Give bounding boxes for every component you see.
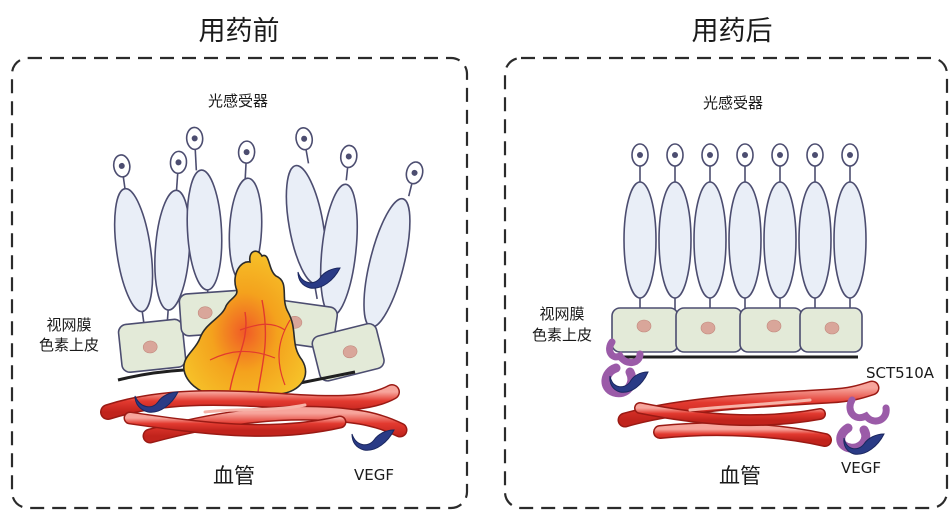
photoreceptor-cell xyxy=(764,144,796,310)
photoreceptor-cell xyxy=(694,144,726,310)
before-vegf-label: VEGF xyxy=(354,466,394,484)
after-panel-border xyxy=(505,58,947,508)
rpe-cell xyxy=(612,308,678,352)
after-panel: 用药后 光感受器 xyxy=(505,16,947,508)
photoreceptor-cell xyxy=(729,144,761,310)
after-vegf-label: VEGF xyxy=(841,459,881,477)
before-photoreceptor-label: 光感受器 xyxy=(208,92,268,110)
before-panel: 用药前 光感受器 xyxy=(12,16,467,508)
photoreceptor-cell xyxy=(834,144,866,310)
rpe-cell xyxy=(740,308,802,352)
before-vessel-label: 血管 xyxy=(213,464,255,488)
after-vessel-label: 血管 xyxy=(719,464,761,488)
photoreceptor-cell xyxy=(352,157,429,343)
drug-vegf-complex xyxy=(841,400,886,454)
after-blood-vessels xyxy=(625,388,872,440)
after-photoreceptor-label: 光感受器 xyxy=(703,94,763,112)
after-photoreceptors xyxy=(624,144,866,310)
before-rpe-label-line2: 色素上皮 xyxy=(39,336,99,354)
photoreceptor-cell xyxy=(103,153,160,327)
before-blood-vessels xyxy=(108,392,400,436)
rpe-cell xyxy=(676,308,742,352)
photoreceptor-cell xyxy=(799,144,831,310)
photoreceptor-cell xyxy=(624,144,656,310)
rpe-cell xyxy=(800,308,862,352)
after-rpe-cells xyxy=(612,308,862,352)
vegf-molecule-icon xyxy=(352,430,394,450)
before-title: 用药前 xyxy=(199,16,280,47)
drug-label: SCT510A xyxy=(866,364,935,382)
rpe-cell xyxy=(118,319,187,373)
before-rpe-label-line1: 视网膜 xyxy=(46,316,91,334)
photoreceptor-cell xyxy=(659,144,691,310)
after-rpe-label-line2: 色素上皮 xyxy=(532,326,592,344)
after-title: 用药后 xyxy=(692,16,773,47)
after-rpe-label-line1: 视网膜 xyxy=(539,305,584,323)
photoreceptor-cell xyxy=(182,126,225,301)
